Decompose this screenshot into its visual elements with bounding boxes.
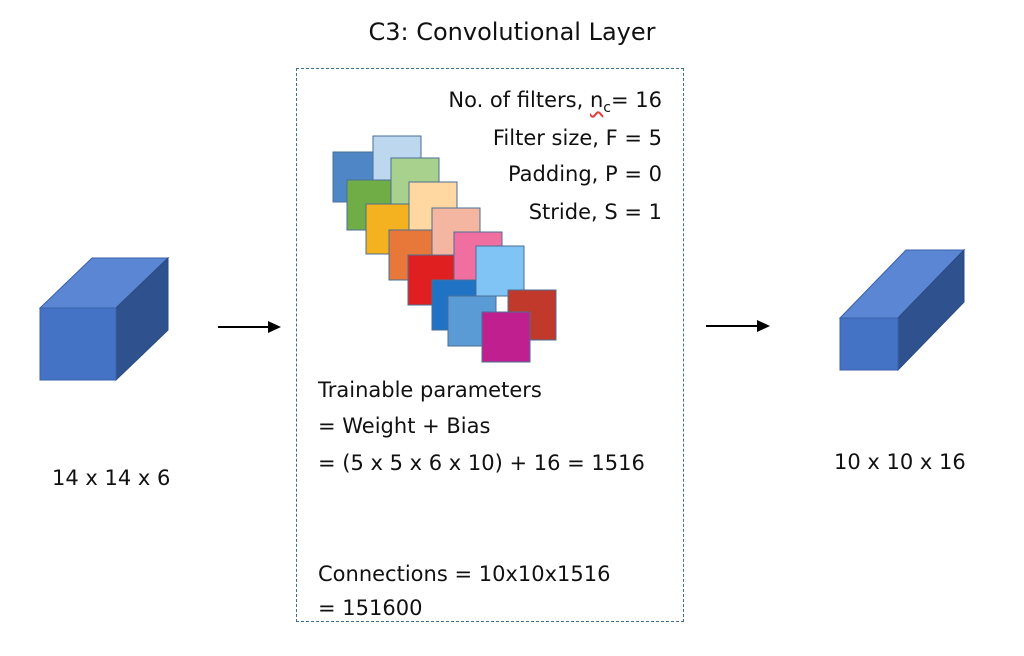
- trainable-value: = (5 x 5 x 6 x 10) + 16 = 1516: [318, 451, 645, 475]
- connections-formula: Connections = 10x10x1516: [318, 562, 611, 586]
- layer-box: [296, 68, 684, 622]
- param-filters: No. of filters, nc= 16: [448, 88, 662, 116]
- input-cube-front: [39, 307, 117, 381]
- output-cube-front: [839, 317, 899, 371]
- input-cube: [38, 256, 170, 382]
- trainable-formula: = Weight + Bias: [318, 414, 491, 438]
- filter-square: [481, 311, 531, 363]
- param-stride: Stride, S = 1: [528, 200, 662, 224]
- param-filter-size: Filter size, F = 5: [492, 126, 662, 150]
- output-cube: [838, 248, 966, 372]
- input-dims-label: 14 x 14 x 6: [52, 466, 171, 490]
- layer-title: C3: Convolutional Layer: [368, 18, 656, 46]
- output-dims-label: 10 x 10 x 16: [834, 450, 966, 474]
- arrow-out: [706, 320, 770, 332]
- filter-stack: [332, 135, 557, 363]
- connections-value: = 151600: [318, 596, 423, 620]
- param-padding: Padding, P = 0: [507, 162, 662, 186]
- filter-square: [475, 245, 525, 297]
- trainable-label: Trainable parameters: [318, 378, 542, 402]
- arrow-in: [218, 321, 281, 333]
- param-filters-symbol: n: [589, 88, 604, 112]
- param-filters-subscript: c: [603, 100, 611, 116]
- param-filters-value: = 16: [611, 88, 662, 112]
- param-filters-label: No. of filters,: [448, 88, 590, 112]
